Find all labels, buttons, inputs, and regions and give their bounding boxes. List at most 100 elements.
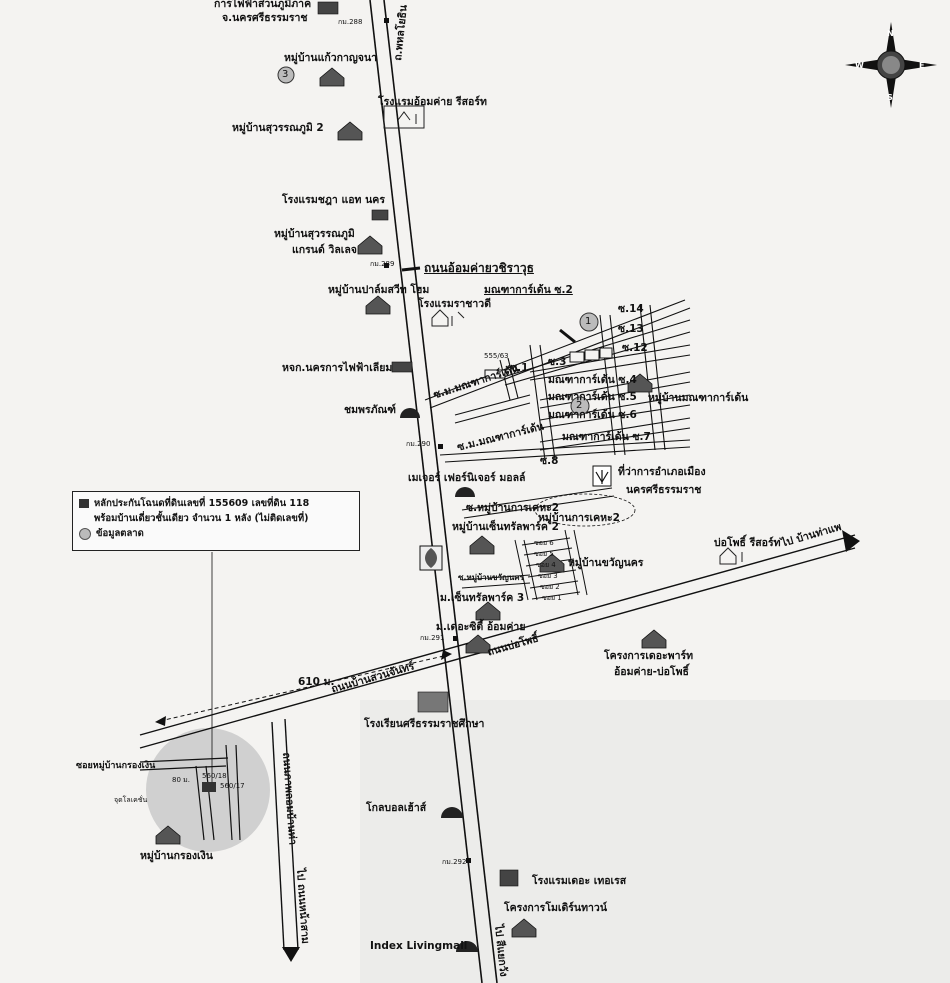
main-highway	[369, 0, 498, 983]
legend-text-2: พร้อมบ้านเดี่ยวชั้นเดียว จำนวน 1 หลัง (ไ…	[94, 513, 309, 524]
label-lp-store: หจก.นครการไฟฟ้าเลียม	[282, 362, 393, 374]
label-bopo-resort: บ่อโพธิ์ รีสอร์ท	[714, 537, 781, 549]
legend-item-collateral-2: พร้อมบ้านเดี่ยวชั้นเดียว จำนวน 1 หลัง (ไ…	[79, 511, 353, 526]
label-s13: ซ.13	[618, 323, 644, 335]
compass-n: N	[887, 29, 894, 38]
label-s1: ซ.1	[510, 362, 529, 374]
compass-e: E	[919, 61, 925, 70]
label-555-63: 555/63	[484, 352, 509, 360]
arrow-east-icon	[842, 530, 860, 552]
label-ratchawadee: โรงแรมราชาวดี	[418, 298, 492, 310]
marker-2: 2	[576, 400, 583, 411]
label-soi4: ซอย 4	[536, 561, 556, 569]
label-the-city: ม.เดอะซิตี้ อ้อมค่าย	[436, 621, 526, 633]
label-pea-2: จ.นครศรีธรรมราช	[222, 12, 308, 24]
subject-plot-icon	[202, 782, 216, 792]
label-ga-s4: มณฑาการ์เด้น ซ.4	[548, 374, 637, 386]
khaha-area	[534, 493, 636, 527]
garden-marker	[559, 328, 576, 344]
label-km-292: กม.292	[442, 858, 467, 866]
legend-item-collateral: หลักประกันโฉนดที่ดินเลขที่ 155609 เลขที่…	[79, 496, 353, 511]
label-ga-s6: มณฑาการ์เด้น ซ.6	[548, 409, 637, 421]
label-ga-s5: มณฑาการ์เด้น ซ.5	[548, 391, 637, 403]
label-km-289: กม.289	[370, 260, 395, 268]
label-plot-560-18: 560/18	[202, 772, 227, 780]
label-ga-village: หมู่บ้านมณฑาการ์เด้น	[648, 392, 749, 404]
label-chada-hotel: โรงแรมชฎา แอท นคร	[282, 194, 385, 206]
market-swatch-icon	[79, 527, 91, 540]
label-the-terrace: โรงแรมเดอะ เทอเรส	[532, 875, 627, 887]
label-project-1: โครงการเดอะพาร์ท	[604, 650, 694, 662]
label-soi-krongden: ซอยหมู่บ้านกรองเงิน	[76, 761, 156, 771]
label-modern-town: โครงการโมเดิร์นทาวน์	[504, 902, 608, 914]
label-km-290: กม.290	[406, 440, 431, 448]
label-resort-camp: โรงแรมอ้อมค่าย รีสอร์ท	[378, 96, 487, 108]
label-soi2: ซอย 2	[540, 583, 560, 591]
label-mahachai-s2: มณฑาการ์เด้น ซ.2	[484, 284, 573, 296]
bopho-road	[139, 534, 856, 749]
khaha-road	[461, 487, 615, 519]
label-km-291: กม.291	[420, 634, 445, 642]
label-s3: ซ.3	[548, 356, 567, 368]
label-school: โรงเรียนศรีธรรมราชศึกษา	[364, 718, 485, 730]
dome-icon	[400, 408, 478, 952]
compass-w: W	[855, 61, 864, 70]
compass-s: S	[887, 93, 893, 102]
label-district-2: นครศรีธรรมราช	[626, 484, 702, 496]
label-chin-park3: ม.เซ็นทรัลพาร์ค 3	[440, 592, 525, 604]
label-krongden-village: หมู่บ้านกรองเงิน	[140, 850, 213, 862]
legend-text-1: หลักประกันโฉนดที่ดินเลขที่ 155609 เลขที่…	[94, 498, 310, 509]
label-district-1: ที่ว่าการอำเภอเมือง	[618, 466, 706, 478]
label-s-khaha2: ซ.หมู่บ้านการเคหะ2	[466, 502, 560, 514]
paper-shade	[360, 700, 950, 983]
label-s14: ซ.14	[618, 303, 644, 315]
compass-rose: N S W E	[845, 22, 937, 108]
label-chom-prapha: ชมพรภัณฑ์	[344, 404, 396, 416]
resort-icon	[383, 105, 743, 565]
khwan-grid	[461, 529, 588, 601]
label-soi3: ซอย 3	[538, 572, 558, 580]
label-ga-s7: มณฑาการ์เด้น ซ.7	[562, 431, 651, 443]
label-s12: ซ.12	[622, 342, 648, 354]
collateral-swatch-icon	[79, 499, 89, 508]
landmark-icons	[155, 1, 743, 952]
label-suwan-grand-1: หมู่บ้านสุวรรณภูมิ	[274, 228, 355, 240]
house-icon	[155, 67, 667, 938]
label-pea-1: การไฟฟ้าส่วนภูมิภาค	[214, 0, 312, 10]
label-khwan-village: หมู่บ้านขวัญนคร	[568, 557, 644, 569]
label-kaew-village: หมู่บ้านแก้วกาญจนา	[284, 52, 378, 64]
arrow-south-icon	[282, 947, 300, 962]
marker-1: 1	[585, 316, 592, 327]
label-dist-80: 80 ม.	[172, 776, 190, 784]
label-project-2: อ้อมค่าย-บ่อโพธิ์	[614, 666, 689, 678]
marker-3: 3	[282, 69, 289, 80]
legend-item-market: ข้อมูลตลาด	[79, 526, 353, 541]
label-khaha2: หมู่บ้านการเคหะ2	[538, 512, 620, 524]
garden-plots	[484, 347, 613, 379]
label-major: เมเจอร์ เฟอร์นิเจอร์ มอลล์	[408, 472, 526, 484]
label-suwan-grand-2: แกรนด์ วิลเลจ	[292, 244, 357, 256]
label-s8: ซ.8	[540, 455, 559, 467]
temple-emblem-icon	[419, 545, 443, 571]
label-global-house: โกลบอลเฮ้าส์	[366, 802, 427, 814]
label-chin-park2: หมู่บ้านเซ็นทรัลพาร์ค 2	[452, 521, 559, 533]
district-emblem-icon	[592, 465, 612, 487]
side-road-left	[271, 718, 299, 951]
km-markers	[384, 18, 471, 863]
map-legend: หลักประกันโฉนดที่ดินเลขที่ 155609 เลขที่…	[72, 491, 360, 551]
label-s-khwan: ซ.หมู่บ้านขวัญนคร	[458, 573, 524, 582]
label-plot-560-17: 560/17	[220, 782, 245, 790]
marker-circles	[277, 66, 599, 416]
label-km-288: กม.288	[338, 18, 363, 26]
label-soi1: ซอย 1	[542, 594, 562, 602]
label-palm-home: หมู่บ้านปาล์มสวีท โฮม	[328, 284, 430, 296]
camp-road-marker	[401, 266, 421, 272]
label-dist-610: 610 ม.	[298, 676, 335, 688]
compass-icon	[845, 22, 937, 108]
label-soi6: ซอย 6	[534, 539, 554, 547]
distance-arrow-610	[155, 650, 452, 726]
label-jood: จุดโลเคชั่น	[114, 796, 148, 804]
label-suwannaphum2: หมู่บ้านสุวรรณภูมิ 2	[232, 122, 324, 134]
label-index-mall: Index Livingmall	[370, 940, 468, 952]
